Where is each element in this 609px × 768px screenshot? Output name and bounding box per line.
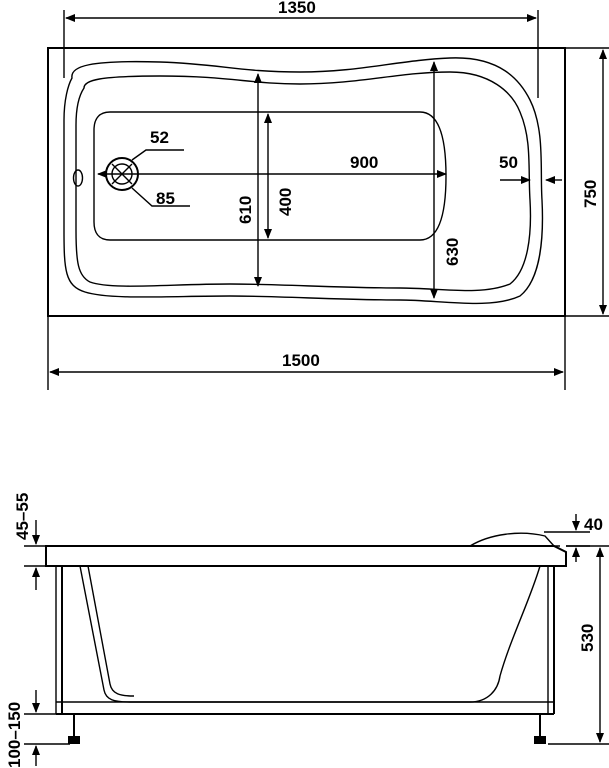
dim-900-label: 900 — [350, 153, 378, 172]
leg-right — [534, 714, 546, 744]
tub-inner-contour — [75, 71, 532, 292]
top-view: 52 85 1350 1500 900 610 400 630 50 750 — [47, 0, 609, 390]
leg-left — [68, 714, 80, 744]
dim-630-label: 630 — [443, 238, 462, 266]
dim-45-55-label: 45–55 — [13, 493, 32, 540]
overflow-hole — [72, 169, 84, 187]
basin-outline — [93, 111, 447, 241]
drain — [105, 149, 190, 207]
tub-body-inner — [87, 565, 135, 697]
dim-52-label: 52 — [150, 128, 169, 147]
dim-1500-label: 1500 — [282, 351, 320, 370]
dim-100-150-label: 100–150 — [5, 702, 24, 768]
dim-40-label: 40 — [584, 515, 603, 534]
dim-85-label: 85 — [156, 189, 175, 208]
dim-750-label: 750 — [581, 180, 600, 208]
tub-outer-contour — [63, 57, 544, 305]
side-view: 45–55 40 530 100–150 — [5, 493, 609, 768]
dim-1350-label: 1350 — [278, 0, 316, 17]
rim — [45, 545, 567, 567]
dim-50-label: 50 — [499, 153, 518, 172]
dim-610-label: 610 — [236, 196, 255, 224]
headrest-bump — [469, 532, 555, 547]
dim-400-label: 400 — [276, 188, 295, 216]
tub-body — [79, 565, 541, 703]
outer-rim-outline — [47, 47, 566, 317]
dim-530-label: 530 — [578, 624, 597, 652]
